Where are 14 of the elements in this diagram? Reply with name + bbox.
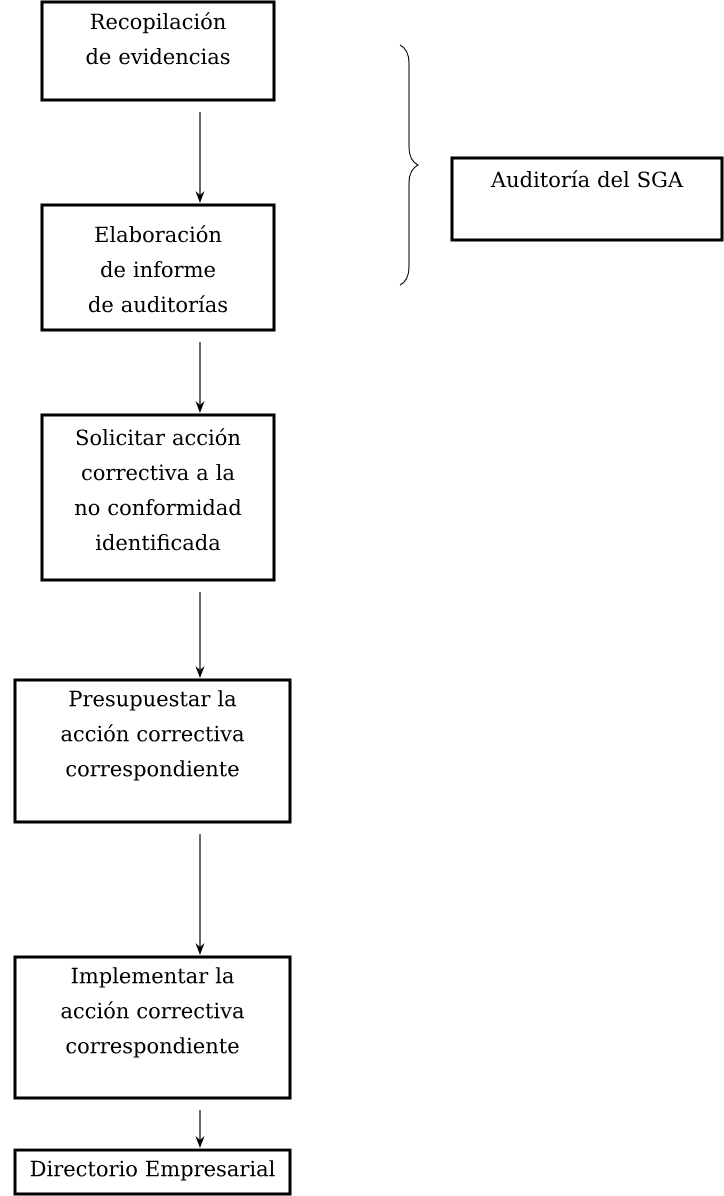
process-box — [450, 156, 724, 242]
box-text: Recopilación de evidencias — [86, 12, 230, 65]
process-box — [40, 0, 276, 102]
box-text: Solicitar acción correctiva a la no conformidad identificada — [74, 428, 242, 551]
box-text: Presupuestar la acción correctiva correspondiente — [61, 690, 244, 781]
box-text: Directorio Empresarial — [30, 1160, 275, 1181]
box-text: Implementar la acción correctiva correspondiente — [61, 967, 244, 1058]
box-text: Auditoría del SGA — [490, 170, 684, 188]
box-text: Elaboración de informe de auditorías — [88, 225, 228, 313]
process-box — [40, 203, 276, 332]
process-box — [13, 678, 292, 824]
process-box — [40, 413, 276, 582]
process-box — [13, 1148, 292, 1196]
process-box — [13, 955, 292, 1100]
